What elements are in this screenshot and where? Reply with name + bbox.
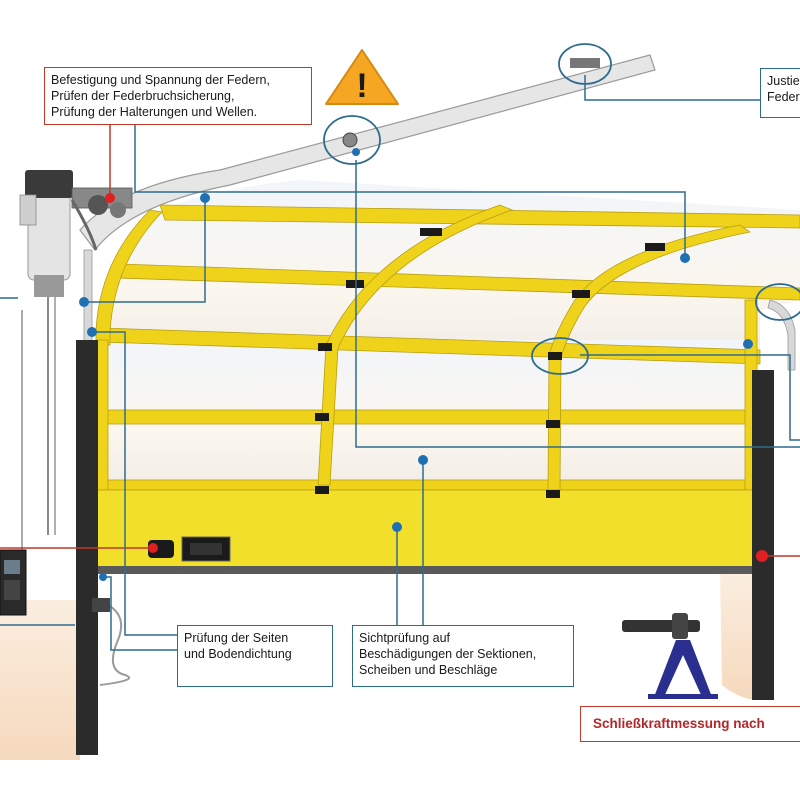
roller-wheel [342,132,358,148]
callout-seals-line-1: Prüfung der Seiten [184,631,289,645]
callout-springs-line-2: Prüfen der Federbruchsicherung, [51,89,235,103]
highlight-hinge [531,337,589,375]
door-motor [19,170,133,297]
left-wall [0,600,80,760]
force-measuring-device [622,613,718,699]
bottom-sensor [92,598,110,612]
red-leaders [0,125,800,557]
right-post [752,370,774,700]
callout-seals: Prüfung der Seiten und Bodendichtung [177,625,333,687]
callout-visual-line-3: Scheiben und Beschläge [359,663,498,677]
frame-bar-5 [95,479,757,491]
callout-justify-line-2: Feder [767,90,800,104]
callout-force-measurement: Schließkraftmessung nach [580,706,800,742]
track-end-bracket [570,58,600,68]
highlight-track-end [558,43,612,85]
blue-leaders [0,75,800,651]
highlight-right-roller [755,283,800,321]
callout-springs-line-1: Befestigung und Spannung der Federn, [51,73,270,87]
warning-glyph: ! [356,67,367,105]
callout-seals-line-2: und Bodendichtung [184,647,292,661]
highlight-circles [323,43,800,375]
frame-bar-4 [95,409,757,425]
callout-force-text: Schließkraftmessung nach [593,716,765,731]
callout-visual-line-1: Sichtprüfung auf [359,631,451,645]
callout-justify: Justie Feder [760,68,800,118]
control-box [0,549,27,616]
hinge-blocks [315,228,665,498]
right-wall [720,570,760,700]
frame-rib-1 [317,204,514,486]
callout-justify-line-1: Justie [767,74,800,88]
highlight-roller [323,115,381,165]
callout-visual: Sichtprüfung auf Beschädigungen der Sekt… [352,625,574,687]
bottom-seal [96,566,756,574]
callout-springs-line-3: Prüfung der Halterungen und Wellen. [51,105,258,119]
red-markers [105,193,768,562]
callout-springs: Befestigung und Spannung der Federn, Prü… [44,67,312,125]
blue-markers [79,148,753,581]
spiral-cable [95,599,131,686]
callout-visual-line-2: Beschädigungen der Sektionen, [359,647,537,661]
door-handle-grip [190,543,222,555]
right-track [767,299,796,371]
warning-triangle-icon: ! [325,49,399,105]
safety-lock-indicator [148,543,158,553]
